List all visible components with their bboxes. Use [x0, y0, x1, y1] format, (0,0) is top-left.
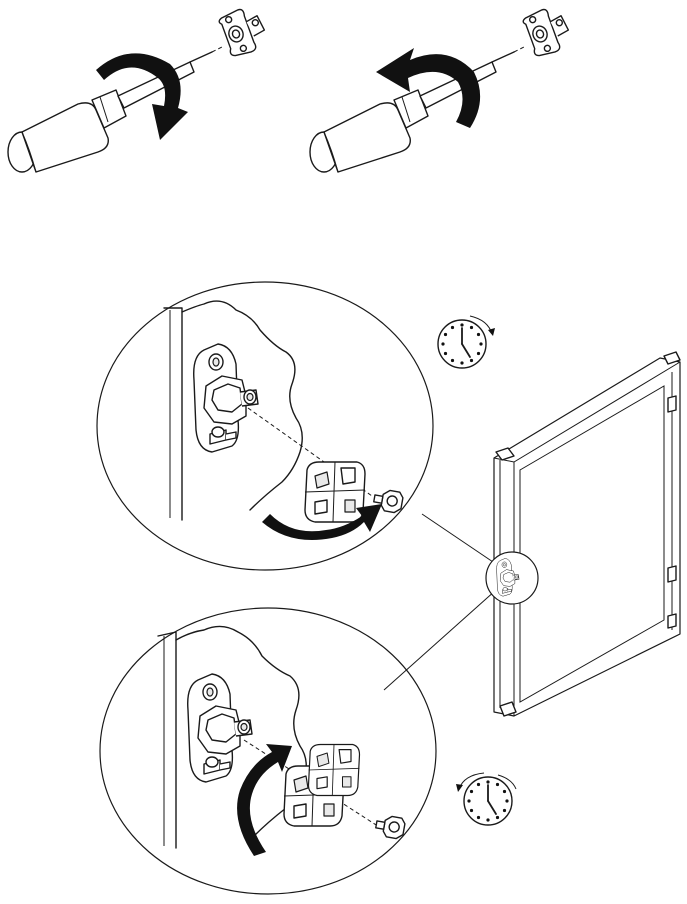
detail-unlock-view — [99, 607, 437, 895]
detail-lock-view — [96, 281, 434, 571]
counterclockwise-arrow-icon — [376, 48, 481, 128]
clock-icon — [456, 772, 517, 826]
screwdriver-counterclockwise-step — [309, 3, 575, 173]
door-panel — [485, 351, 681, 717]
screwdriver-clockwise-step — [7, 3, 271, 173]
hex-bolt-icon — [373, 813, 407, 841]
wall-fitting-icon — [216, 3, 271, 60]
lock-direction-arrow-icon — [262, 504, 382, 540]
cam-cover-plate — [304, 461, 366, 523]
unlock-direction-arrow-icon — [237, 744, 292, 856]
wall-bracket-icon — [193, 343, 259, 453]
clockwise-arrow-icon — [96, 53, 188, 140]
wall-bracket-icon — [187, 673, 253, 783]
wall-fitting-icon — [520, 3, 575, 60]
clock-icon — [437, 315, 495, 369]
